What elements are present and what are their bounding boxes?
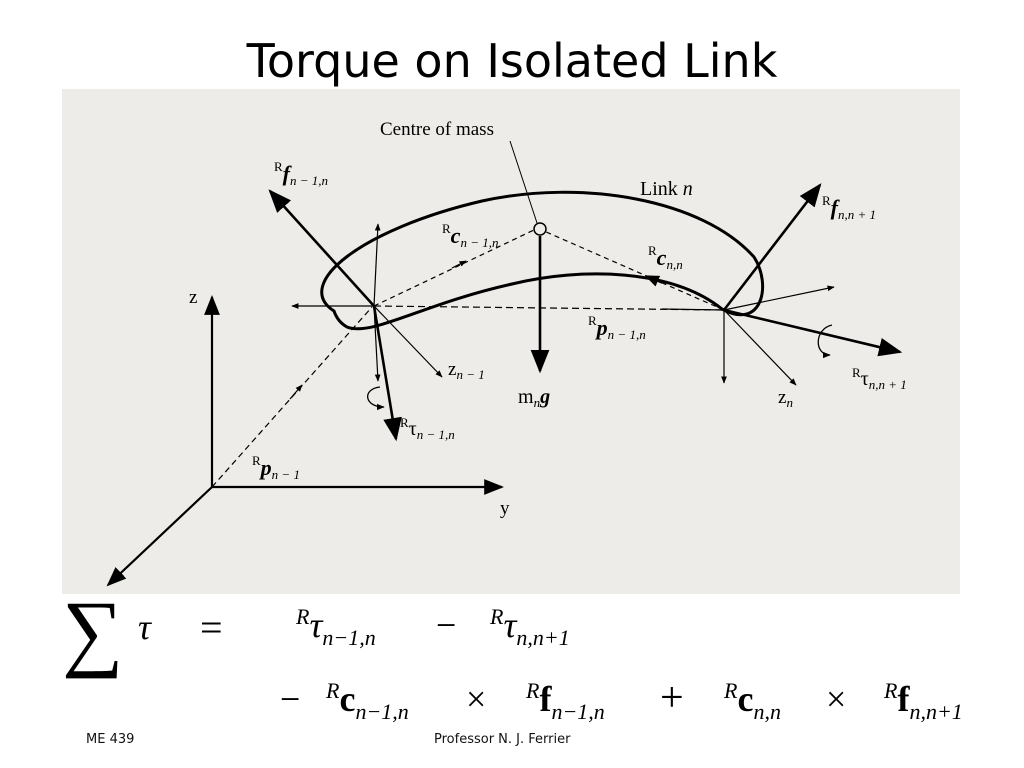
eq-tau-next-term: Rτn,n+1 [490,604,570,651]
zn-minus-1-label: zn − 1 [448,359,485,382]
joint-prev-frame-zn1 [373,305,443,378]
p-rel-label: Rpn − 1,n [588,313,646,342]
eq-times-2: × [826,679,847,719]
eq-c-next-term: Rcn,n [724,678,781,725]
eq-f-next-term: Rfn,n+1 [884,678,963,725]
sum-symbol: ∑ [62,583,124,679]
footer-course: ME 439 [86,732,135,747]
c-next-arrowhead [644,275,663,287]
link-body [320,190,765,331]
torque-prev-rotation [367,386,385,411]
force-prev-label: Rfn − 1,n [274,159,328,188]
eq-tau-prev-term: Rτn−1,n [296,604,376,651]
joint-next-frame-zn [723,309,797,386]
torque-next-label: Rτn,n + 1 [852,365,907,392]
eq-c-prev-term: Rcn−1,n [326,678,409,725]
c-prev-label: Rcn − 1,n [442,221,498,250]
p-prev-arrowhead [289,384,303,400]
torque-next-vector [723,308,903,357]
torque-next-rotation [817,324,833,359]
world-z-label: z [189,287,197,308]
torque-prev-label: Rτn − 1,n [400,415,455,442]
joint-prev-frame-z [373,223,381,307]
eq-f-prev-term: Rfn−1,n [526,678,605,725]
com-leader-line [509,140,538,224]
eq-times-1: × [466,679,487,719]
p-prev-label: Rpn − 1 [252,453,300,482]
gravity-label: mng [518,386,550,410]
c-next-label: Rcn,n [648,243,683,272]
torque-prev-vector [372,305,402,442]
c-prev-arrowhead [451,260,467,269]
link-diagram-svg: Centre of mass Link n z y zn − 1 zn Rfn … [106,119,907,587]
link-diagram: Centre of mass Link n z y zn − 1 zn Rfn … [62,89,960,594]
link-label: Link n [640,178,693,200]
c-next-vector [543,230,725,311]
joint-next-frame-up [723,285,835,311]
world-y-label: y [500,498,510,519]
force-next-label: Rfn,n + 1 [822,193,876,222]
footer-professor: Professor N. J. Ferrier [434,732,571,747]
joint-next-frame-back [661,308,725,311]
force-prev-vector [268,189,375,307]
eq-tau: τ [138,607,151,647]
c-prev-vector [373,228,537,307]
eq-equals: = [200,605,223,650]
eq-minus-2: − [280,679,301,719]
eq-minus-1: − [436,605,457,645]
centre-of-mass-point [533,222,547,236]
centre-of-mass-label: Centre of mass [380,119,494,140]
eq-plus: + [660,675,684,721]
joint-prev-frame-down [373,305,381,382]
zn-label: zn [778,387,793,410]
force-next-vector [722,183,822,311]
world-x-axis [106,486,213,587]
slide-title: Torque on Isolated Link [246,34,778,88]
